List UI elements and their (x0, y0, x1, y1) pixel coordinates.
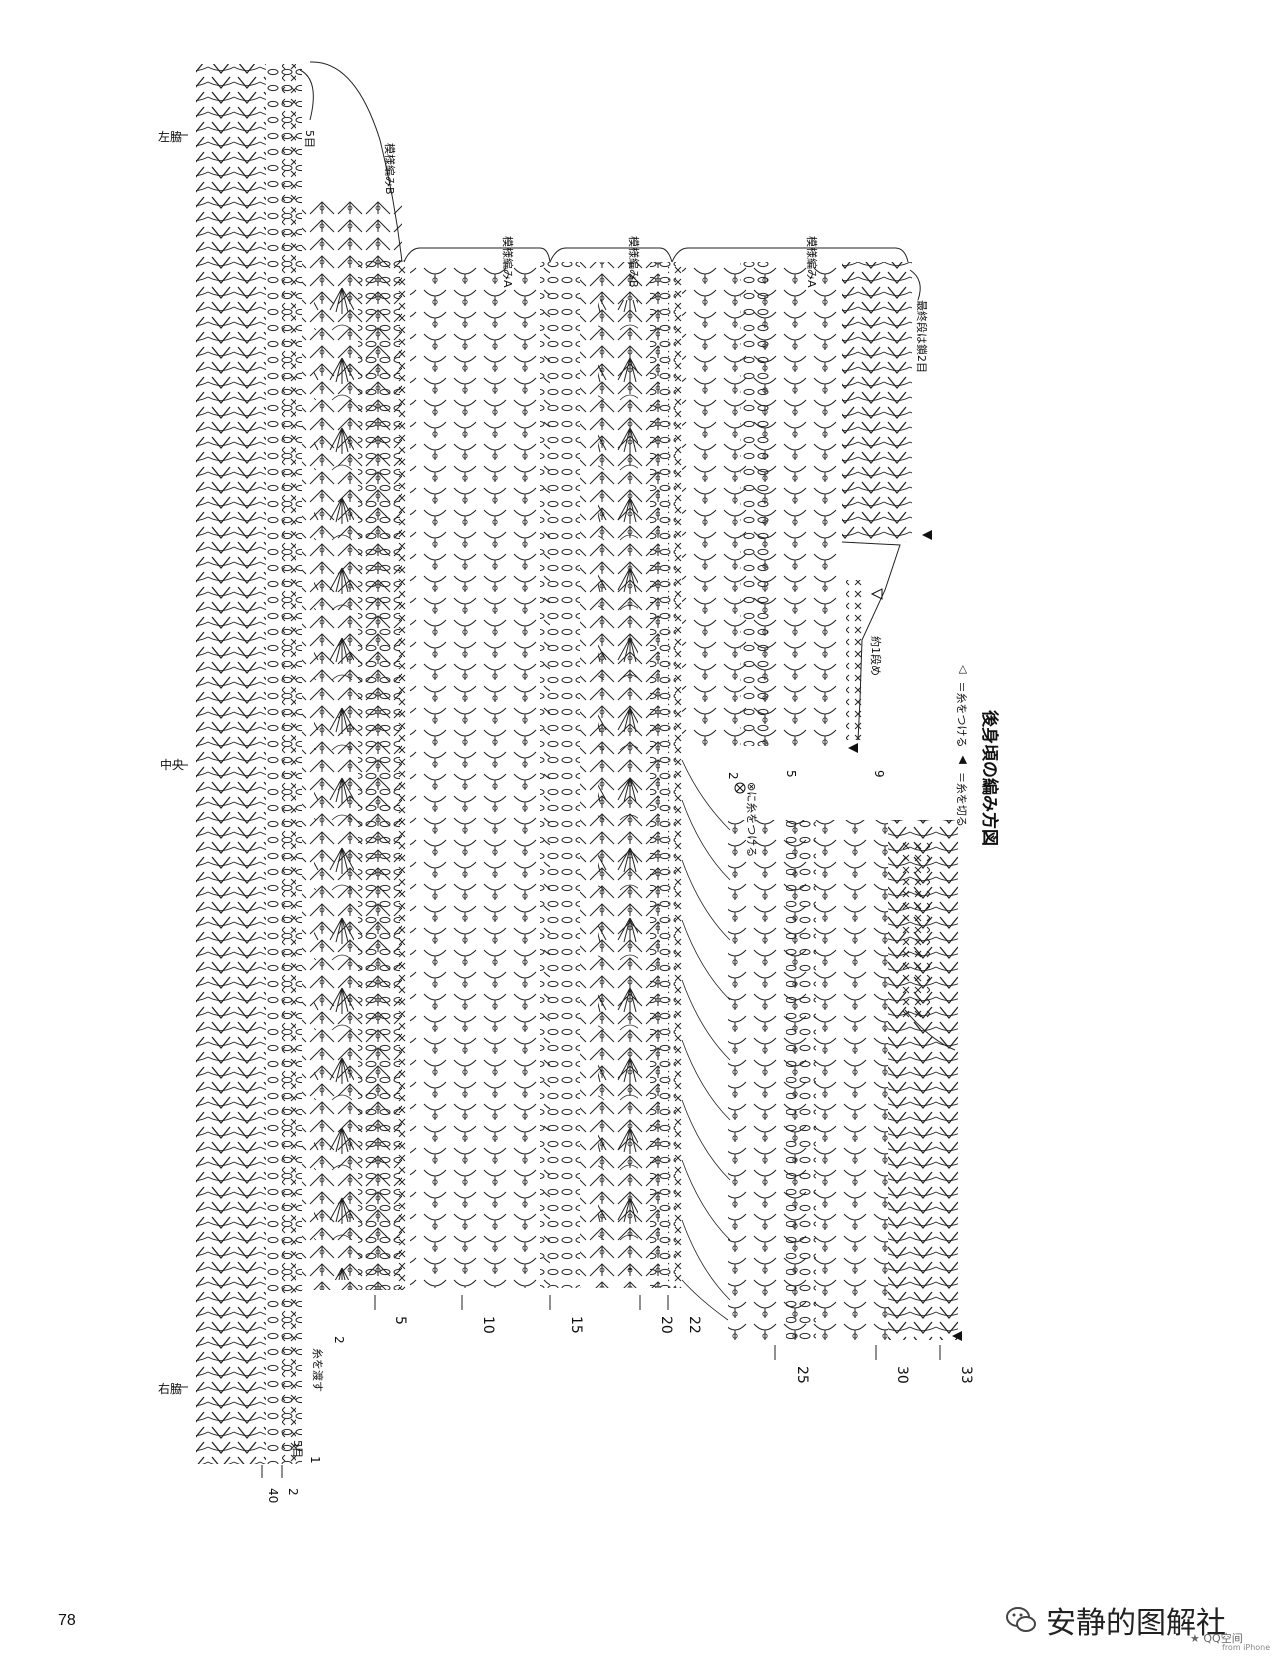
watermark: 安静的图解社 (1004, 1598, 1226, 1642)
attach-legend-symbol: ◁ (957, 665, 970, 674)
label-five-st-bottom: 5目 (291, 1440, 304, 1458)
row-num-30: 30 (894, 1366, 910, 1384)
qq-badge-sub: from iPhone (1222, 1643, 1271, 1652)
label-carry-yarn: 糸を渡す (311, 1348, 324, 1392)
label-pattern-b-2: 模様編みB (627, 236, 640, 288)
legend-row: ◁ ＝糸をつける ◀ ＝糸を切る (954, 665, 970, 827)
upper-shoulder-block (682, 262, 912, 746)
row-num-left-1: 1 (308, 1456, 322, 1464)
row-num-25: 25 (794, 1366, 810, 1384)
cut-marker (952, 1331, 962, 1341)
row-arrows (172, 134, 941, 1478)
cut-marker (848, 743, 858, 753)
chart-title: 後身頃の編み方図 (979, 710, 999, 846)
connector-arrows (681, 759, 731, 1321)
wechat-icon (1006, 1607, 1036, 1632)
row-num-20: 20 (658, 1316, 674, 1334)
row-num-left-40: 40 (266, 1488, 280, 1504)
label-pattern-a-1: 模様編みA (501, 236, 514, 288)
label-right-side: 右脇 (158, 1382, 183, 1396)
body-stitch-field (196, 64, 682, 1464)
attach-point-marker (734, 782, 746, 794)
row-num-22: 22 (686, 1316, 702, 1334)
label-pattern-b-top: 模様編みB (383, 143, 396, 195)
row-num-upper-5: 5 (784, 770, 798, 778)
section-brackets (299, 61, 921, 301)
qq-badge: ★ QQ空间 (1190, 1630, 1243, 1646)
page-number: 78 (58, 1612, 76, 1629)
row-num-left-2: 2 (286, 1488, 300, 1496)
row-num-10: 10 (480, 1316, 496, 1334)
label-pattern-a-2: 模様編みA (805, 236, 818, 288)
row-num-upper-9: 9 (872, 770, 886, 778)
star-icon: ★ (1190, 1632, 1200, 1645)
cut-marker (922, 530, 932, 540)
label-approx-one-row: 約1段め (869, 636, 882, 676)
attach-legend-text: ＝糸をつける (955, 681, 968, 748)
row-num-5: 5 (392, 1316, 408, 1325)
attach-marker (870, 588, 883, 600)
cut-legend-symbol: ◀ (957, 755, 970, 764)
label-center: 中央 (160, 758, 185, 772)
label-five-st-top: 5目 (303, 130, 316, 148)
label-left-side: 左脇 (158, 130, 183, 144)
label-last-row: 最終段は鎖2目 (915, 300, 928, 373)
watermark-text: 安静的图解社 (1046, 1606, 1226, 1641)
label-attach-at: ⊗に糸をつける (745, 782, 758, 858)
row-num-15: 15 (568, 1316, 584, 1334)
row-num-side-2: 2 (332, 1336, 346, 1344)
lower-shoulder-block (728, 820, 958, 1340)
attach-point-cross (735, 783, 745, 793)
cut-legend-text: ＝糸を切る (955, 771, 968, 827)
qq-badge-text: QQ空间 (1203, 1632, 1243, 1645)
row-num-33: 33 (958, 1366, 974, 1384)
row-num-upper-2: 2 (726, 772, 740, 780)
